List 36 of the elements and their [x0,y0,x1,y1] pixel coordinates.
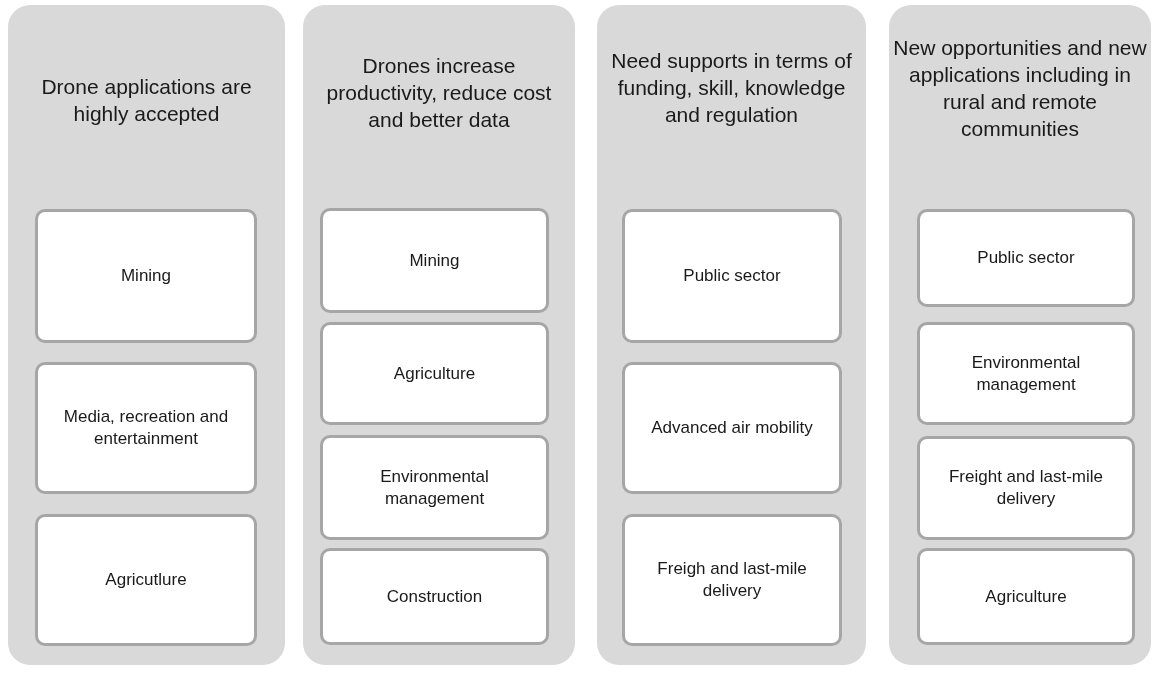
category-label: Agriculture [985,585,1067,608]
column-heading: New opportunities and new applications including in rural and remote communities [893,34,1147,142]
category-label: Construction [386,585,483,608]
column-heading: Drone applications are highly accepted [40,74,253,127]
category-box [917,548,1135,645]
category-box [35,514,257,646]
category-box [320,435,549,540]
category-label: Advanced air mobility [651,417,813,439]
column-heading: Drones increase productivity, reduce cost and better data [325,53,553,133]
category-box [35,362,257,494]
category-label: Freight and last-mile delivery [948,466,1104,510]
category-box [320,548,549,645]
category-label: Mining [409,249,460,272]
category-box [917,436,1135,540]
category-box [35,209,257,343]
column-heading: Need supports in terms of funding, skill, knowledge and regulation [610,48,853,128]
category-box [622,514,842,646]
category-label: Environmental management [970,351,1082,396]
category-box [622,362,842,494]
category-box [917,209,1135,307]
category-label: Freigh and last-mile delivery [656,558,808,602]
category-box [917,322,1135,425]
category-label: Agricutlure [105,569,187,591]
category-box [320,208,549,313]
column-panel [303,5,575,665]
category-box [320,322,549,425]
category-label: Agriculture [393,362,476,385]
category-label: Media, recreation and entertainment [62,406,230,450]
category-label: Mining [120,265,172,287]
category-label: Environmental management [379,465,490,510]
column-panel [889,5,1151,665]
category-label: Public sector [683,265,781,287]
column-panel [597,5,866,665]
category-label: Public sector [977,247,1075,269]
column-panel [8,5,285,665]
category-box [622,209,842,343]
